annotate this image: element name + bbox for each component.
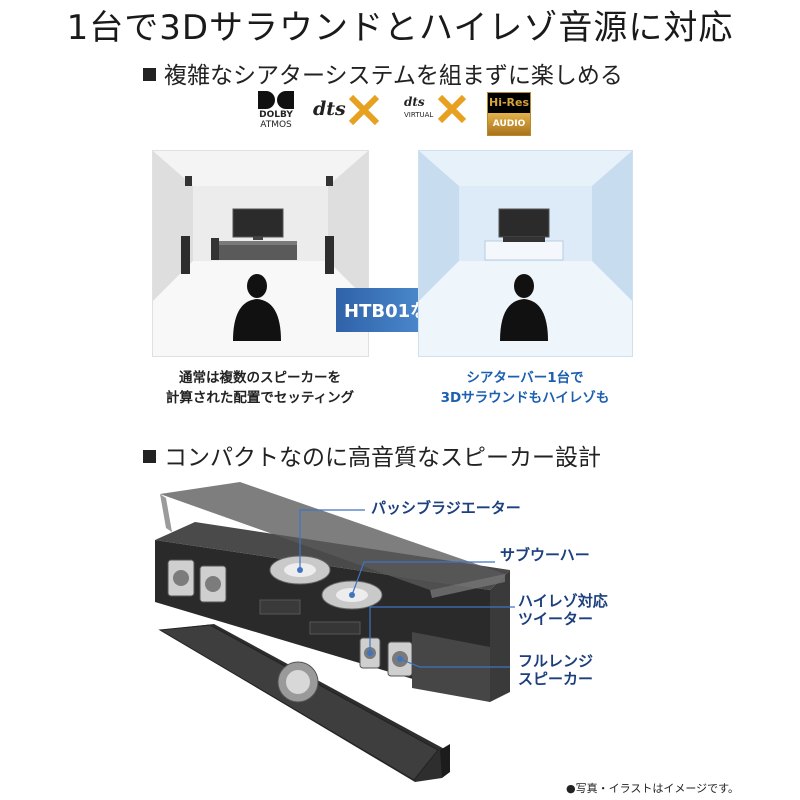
- audio-label: AUDIO: [488, 113, 530, 135]
- room-soundbar-drawing: [419, 151, 632, 356]
- callout-fullrange-speaker: フルレンジ スピーカー: [518, 652, 593, 688]
- square-bullet-icon: [143, 450, 156, 463]
- section-heading-text: 複雑なシアターシステムを組まずに楽しめる: [164, 63, 623, 89]
- callout-passive-radiator: パッシブラジエーター: [371, 499, 521, 517]
- room-illustration-multi-speaker: [152, 150, 369, 357]
- soundbar-exploded-illustration: [155, 482, 515, 782]
- room-multi-speaker-drawing: [153, 151, 368, 356]
- virtual-label: VIRTUAL: [404, 111, 434, 119]
- soundbar-icon: [503, 237, 545, 242]
- room-illustration-soundbar: [418, 150, 633, 357]
- hi-res-audio-logo: Hi-Res AUDIO: [487, 92, 531, 136]
- section-heading-theater: 複雑なシアターシステムを組まずに楽しめる: [143, 56, 623, 90]
- atmos-label: ATMOS: [260, 120, 292, 130]
- dolby-atmos-logo: DOLBY ATMOS: [255, 90, 297, 135]
- listener-person-icon: [233, 274, 281, 341]
- section-heading-speaker-design: コンパクトなのに高音質なスピーカー設計: [143, 438, 601, 472]
- caption-soundbar: シアターバー1台で 3Dサラウンドもハイレゾも: [405, 368, 645, 408]
- dts-virtual-label: dts: [404, 95, 425, 109]
- dts-label: dts: [313, 98, 346, 120]
- bottom-plate: [158, 624, 450, 782]
- callout-line: ツイーター: [518, 610, 594, 628]
- x-mark-icon: [349, 95, 379, 125]
- dts-virtual-x-logo: dts VIRTUAL: [404, 90, 468, 135]
- callout-hires-tweeter: ハイレゾ対応 ツイーター: [518, 592, 608, 628]
- callout-line: フルレンジ: [518, 652, 594, 670]
- callout-lines: [299, 509, 515, 668]
- image-disclaimer: ●写真・イラストはイメージです。: [566, 782, 740, 795]
- ceiling-speaker-left-icon: [185, 176, 192, 186]
- caption-line: 計算された配置でセッティング: [165, 390, 355, 406]
- callout-line: ハイレゾ対応: [518, 592, 608, 610]
- listener-person-icon: [500, 274, 548, 341]
- dolby-label: DOLBY: [259, 110, 293, 120]
- page-title: 1台で3Dサラウンドとハイレゾ音源に対応: [66, 8, 734, 48]
- section-heading-text: コンパクトなのに高音質なスピーカー設計: [164, 445, 601, 471]
- caption-line: 通常は複数のスピーカーを: [179, 370, 341, 386]
- caption-line: シアターバー1台で: [466, 370, 584, 386]
- left-fullrange-speakers-icon: [167, 559, 227, 603]
- dts-x-logo: dts: [313, 90, 383, 135]
- front-right-speaker-icon: [325, 236, 334, 274]
- center-speaker-icon: [211, 238, 219, 260]
- callout-subwoofer: サブウーハー: [500, 546, 590, 564]
- top-cover: [160, 482, 505, 598]
- square-bullet-icon: [143, 68, 156, 81]
- dolby-double-d-icon: [258, 91, 294, 109]
- x-mark-icon: [438, 95, 466, 123]
- tv-icon: [232, 208, 284, 238]
- tv-icon: [498, 208, 550, 238]
- callout-line: スピーカー: [518, 670, 594, 688]
- hires-label: Hi-Res: [488, 93, 530, 113]
- caption-line: 3Dサラウンドもハイレゾも: [440, 390, 610, 406]
- caption-multi-speaker: 通常は複数のスピーカーを 計算された配置でセッティング: [140, 368, 380, 408]
- ceiling-speaker-right-icon: [326, 176, 333, 186]
- front-left-speaker-icon: [181, 236, 190, 274]
